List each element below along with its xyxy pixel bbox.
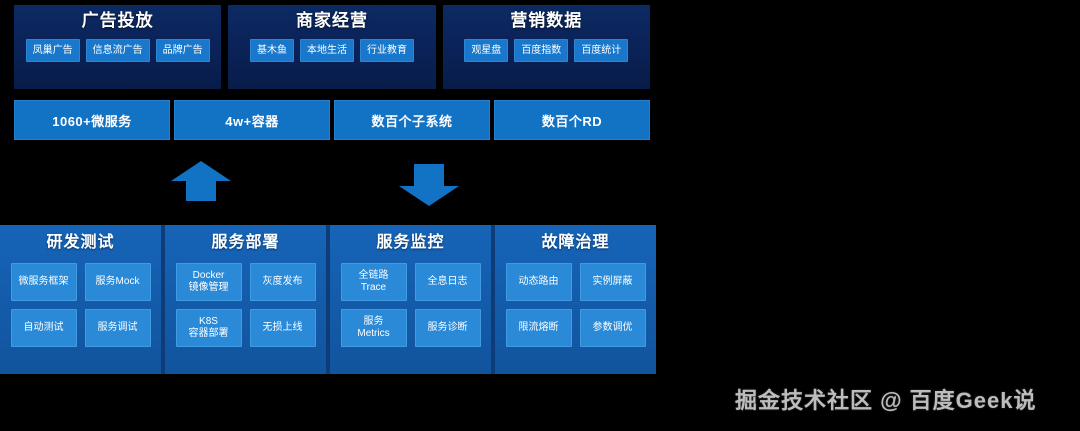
capability-chip[interactable]: 服务调试 [84, 309, 151, 347]
capability-chip[interactable]: 服务诊断 [414, 309, 481, 347]
capability-panel-dev-test: 研发测试 微服务框架 服务Mock 自动测试 服务调试 [0, 225, 161, 374]
domain-chip[interactable]: 观星盘 [464, 39, 509, 62]
domain-chip[interactable]: 百度统计 [574, 39, 629, 62]
panel-title: 服务部署 [211, 234, 280, 251]
capability-chip[interactable]: Docker 镜像管理 [175, 263, 242, 301]
chip-row: 观星盘 百度指数 百度统计 [464, 39, 629, 62]
platform-capability-row: 研发测试 微服务框架 服务Mock 自动测试 服务调试 服务部署 Docker … [0, 225, 656, 374]
business-domain-panel-marketing-data: 营销数据 观星盘 百度指数 百度统计 [442, 5, 650, 89]
capability-chip[interactable]: 灰度发布 [249, 263, 316, 301]
capability-grid: 动态路由 实例屏蔽 限流熔断 参数调优 [505, 263, 646, 347]
domain-chip[interactable]: 行业教育 [359, 39, 414, 62]
panel-title: 商家经营 [295, 11, 368, 30]
capability-grid: Docker 镜像管理 灰度发布 K8S 容器部署 无损上线 [175, 263, 316, 347]
panel-title: 营销数据 [510, 11, 583, 30]
scale-metrics-row: 1060+微服务 4w+容器 数百个子系统 数百个RD [14, 100, 650, 140]
metric-bar-containers: 4w+容器 [174, 100, 330, 140]
metric-bar-engineers: 数百个RD [494, 100, 650, 140]
capability-chip[interactable]: K8S 容器部署 [175, 309, 242, 347]
arrow-up-icon [171, 161, 231, 201]
metric-bar-microservices: 1060+微服务 [14, 100, 170, 140]
panel-title: 服务监控 [376, 234, 445, 251]
capability-chip[interactable]: 服务 Metrics [340, 309, 407, 347]
chip-row: 凤巢广告 信息流广告 品牌广告 [25, 39, 210, 62]
capability-chip[interactable]: 全息日志 [414, 263, 481, 301]
capability-chip[interactable]: 微服务框架 [10, 263, 77, 301]
business-domain-row: 广告投放 凤巢广告 信息流广告 品牌广告 商家经营 基木鱼 本地生活 行业教育 … [14, 5, 650, 89]
domain-chip[interactable]: 百度指数 [514, 39, 569, 62]
capability-chip[interactable]: 动态路由 [505, 263, 572, 301]
domain-chip[interactable]: 本地生活 [299, 39, 354, 62]
capability-grid: 全链路 Trace 全息日志 服务 Metrics 服务诊断 [340, 263, 481, 347]
business-domain-panel-ad-delivery: 广告投放 凤巢广告 信息流广告 品牌广告 [14, 5, 222, 89]
chip-row: 基木鱼 本地生活 行业教育 [249, 39, 414, 62]
capability-chip[interactable]: 全链路 Trace [340, 263, 407, 301]
domain-chip[interactable]: 信息流广告 [85, 39, 150, 62]
capability-chip[interactable]: 无损上线 [249, 309, 316, 347]
capability-panel-fault-governance: 故障治理 动态路由 实例屏蔽 限流熔断 参数调优 [495, 225, 656, 374]
capability-chip[interactable]: 自动测试 [10, 309, 77, 347]
capability-chip[interactable]: 服务Mock [84, 263, 151, 301]
capability-chip[interactable]: 参数调优 [579, 309, 646, 347]
metric-bar-subsystems: 数百个子系统 [334, 100, 490, 140]
arrow-down-icon [399, 164, 459, 206]
capability-chip[interactable]: 实例屏蔽 [579, 263, 646, 301]
domain-chip[interactable]: 品牌广告 [155, 39, 210, 62]
domain-chip[interactable]: 基木鱼 [249, 39, 294, 62]
panel-title: 广告投放 [81, 11, 154, 30]
capability-grid: 微服务框架 服务Mock 自动测试 服务调试 [10, 263, 151, 347]
panel-title: 研发测试 [46, 234, 115, 251]
capability-chip[interactable]: 限流熔断 [505, 309, 572, 347]
capability-panel-service-deploy: 服务部署 Docker 镜像管理 灰度发布 K8S 容器部署 无损上线 [165, 225, 326, 374]
capability-panel-service-monitor: 服务监控 全链路 Trace 全息日志 服务 Metrics 服务诊断 [330, 225, 491, 374]
panel-title: 故障治理 [541, 234, 610, 251]
domain-chip[interactable]: 凤巢广告 [25, 39, 80, 62]
business-domain-panel-merchant-ops: 商家经营 基木鱼 本地生活 行业教育 [228, 5, 436, 89]
watermark: 掘金技术社区 @ 百度Geek说 [735, 388, 1037, 413]
